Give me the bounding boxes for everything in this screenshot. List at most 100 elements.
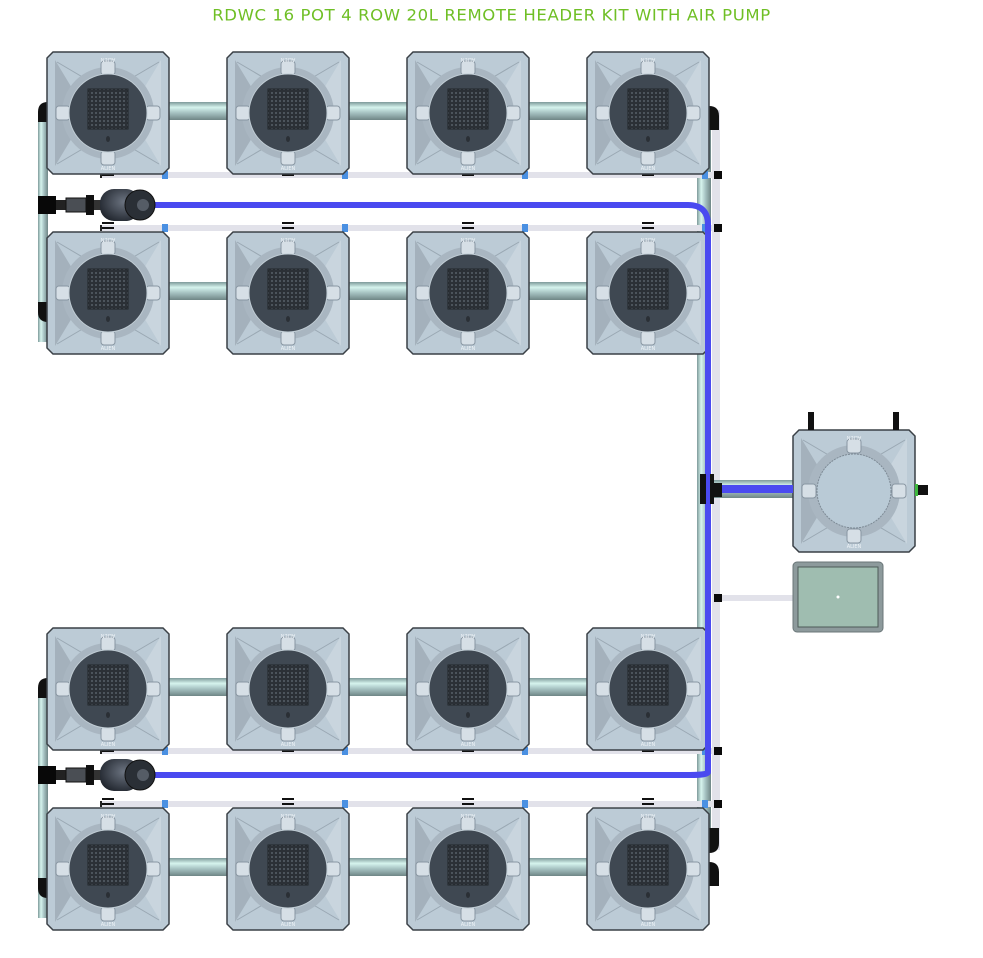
lid-tab <box>846 438 862 454</box>
pot-brand-label: ALIEN <box>101 166 116 172</box>
lid-tab <box>280 60 296 76</box>
lid-tab <box>415 105 431 121</box>
lid-tab <box>640 906 656 922</box>
air-pump-indicator <box>836 595 840 599</box>
pump-nozzle <box>65 767 87 783</box>
net-pot-mesh <box>627 844 669 886</box>
pipework <box>38 102 794 918</box>
air-tube-end <box>100 172 102 178</box>
tank-outlet <box>808 412 814 430</box>
pot-brand-label: ALIEN <box>846 434 861 440</box>
pump-impeller <box>137 199 149 211</box>
lid-grommet <box>646 136 650 142</box>
net-pot-mesh <box>627 664 669 706</box>
lid-tab <box>640 726 656 742</box>
air-stone-grommet <box>522 747 528 755</box>
pot-brand-label: ALIEN <box>460 632 475 638</box>
lid-tab <box>235 861 251 877</box>
connecting-pipe <box>165 102 231 120</box>
air-tube <box>100 225 720 231</box>
pump-nozzle <box>56 200 66 210</box>
net-pot-mesh <box>447 844 489 886</box>
connecting-pipe <box>525 858 591 876</box>
pot-brand-label: ALIEN <box>100 632 115 638</box>
connecting-pipe <box>165 282 231 300</box>
air-tube <box>100 748 720 754</box>
air-stone-grommet <box>522 224 528 232</box>
tube-clip <box>462 222 474 224</box>
pot-brand-label: ALIEN <box>847 544 862 550</box>
air-stone-grommet <box>162 747 168 755</box>
lid-tab <box>235 681 251 697</box>
hose-clip <box>714 483 722 497</box>
air-stone-grommet <box>522 171 528 179</box>
lid-tab <box>415 861 431 877</box>
lid-tab <box>100 150 116 166</box>
header-tank[interactable]: ALIEN ALIEN <box>792 429 916 553</box>
lid-tab <box>55 105 71 121</box>
lid-grommet <box>106 136 110 142</box>
tube-clip <box>462 803 474 805</box>
pot[interactable]: ALIEN ALIEN <box>46 51 170 175</box>
tube-clip <box>282 798 294 800</box>
pump-inlet-fitting <box>38 766 56 784</box>
pot-brand-label: ALIEN <box>460 236 475 242</box>
lid-tab <box>235 285 251 301</box>
tube-clip <box>282 222 294 224</box>
tee-fitting <box>700 474 706 504</box>
water-pump[interactable] <box>38 189 156 221</box>
pot-brand-label: ALIEN <box>101 922 116 928</box>
lid-tab <box>100 636 116 652</box>
lid-tab <box>100 240 116 256</box>
air-tube-end <box>100 225 102 231</box>
lid-tab <box>460 60 476 76</box>
lid-tab <box>145 681 161 697</box>
tube-clip <box>282 750 294 752</box>
lid-tab <box>595 681 611 697</box>
elbow-fitting <box>38 302 48 322</box>
tube-clip <box>642 227 654 229</box>
pot-brand-label: ALIEN <box>280 56 295 62</box>
lid-tab <box>325 105 341 121</box>
tee-connector <box>714 747 722 755</box>
lid-tab <box>685 105 701 121</box>
lid-tab <box>640 60 656 76</box>
pot-brand-label: ALIEN <box>460 56 475 62</box>
loop-end-pipe <box>38 122 48 342</box>
pot-brand-label: ALIEN <box>460 812 475 818</box>
lid-tab <box>640 240 656 256</box>
lid-tab <box>280 330 296 346</box>
tube-clip <box>282 227 294 229</box>
air-tube <box>100 801 720 807</box>
lid-tab <box>55 285 71 301</box>
net-pot-mesh <box>267 844 309 886</box>
lid-grommet <box>646 712 650 718</box>
lid-tab <box>891 483 907 499</box>
pot-brand-label: ALIEN <box>100 56 115 62</box>
air-tube <box>100 172 720 178</box>
lid-tab <box>595 285 611 301</box>
equipment <box>38 189 928 791</box>
tank-drain-valve <box>918 485 928 495</box>
tube-clip <box>282 174 294 176</box>
water-return-line <box>150 202 711 778</box>
pump-nut <box>86 195 94 215</box>
water-pump[interactable] <box>38 759 156 791</box>
diagram-title: RDWC 16 POT 4 ROW 20L REMOTE HEADER KIT … <box>212 6 771 25</box>
pot-brand-label: ALIEN <box>641 922 656 928</box>
